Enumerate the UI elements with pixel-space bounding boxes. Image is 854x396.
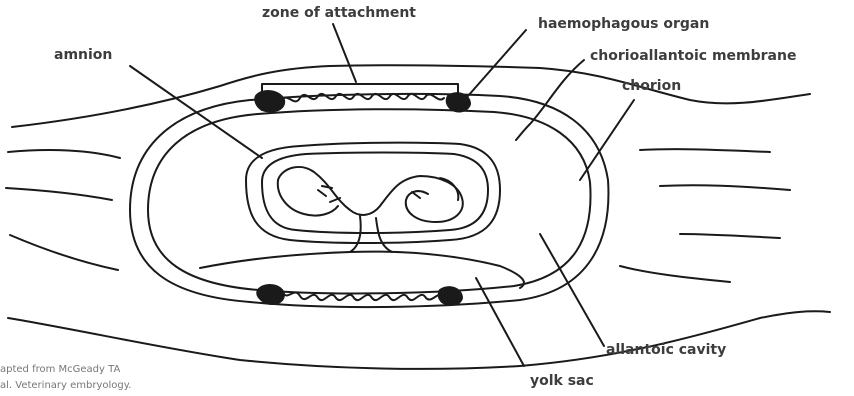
embryo-limbs (318, 178, 458, 202)
citation-line-2: al. Veterinary embryology. (0, 379, 131, 392)
uterine-layer-left-bottom (10, 235, 118, 270)
label-zone-of-attachment: zone of attachment (262, 5, 416, 21)
label-chorioallantoic-membrane: chorioallantoic membrane (590, 48, 796, 64)
label-allantoic-cavity: allantoic cavity (606, 342, 726, 358)
uterine-wall-bottom (8, 311, 830, 369)
uterine-layer-left-mid (6, 188, 112, 200)
label-amnion: amnion (54, 47, 112, 63)
haemophagous-blob-bottom-left (257, 285, 284, 304)
allantois-fold (350, 216, 392, 252)
label-haemophagous-organ: haemophagous organ (538, 16, 709, 32)
citation-line-1: apted from McGeady TA (0, 363, 120, 376)
uterine-layer-right-mid (660, 185, 790, 190)
chorion-outline (130, 94, 608, 307)
leader-allantoic-cavity (540, 234, 604, 346)
uterine-layer-left-top (8, 150, 120, 158)
uterine-layer-right-top (640, 149, 770, 152)
leader-zone-of-attachment (333, 24, 356, 82)
leader-haemophagous-organ (468, 30, 526, 96)
embryo-head (278, 180, 338, 216)
leader-yolk-sac (476, 278, 524, 366)
uterine-layer-right-low (680, 234, 780, 238)
yolk-sac-fold (200, 252, 524, 288)
label-chorion: chorion (622, 78, 681, 94)
uterine-wall-top (12, 65, 810, 127)
label-yolk-sac: yolk sac (530, 373, 594, 389)
haemophagous-blob-top-right (447, 93, 470, 111)
amnion-inner (262, 153, 488, 234)
leader-chorion (580, 100, 634, 180)
uterine-layer-right-bottom (620, 266, 730, 282)
haemophagous-blob-top-left (255, 91, 284, 111)
haemophagous-blob-bottom-right (439, 287, 462, 304)
